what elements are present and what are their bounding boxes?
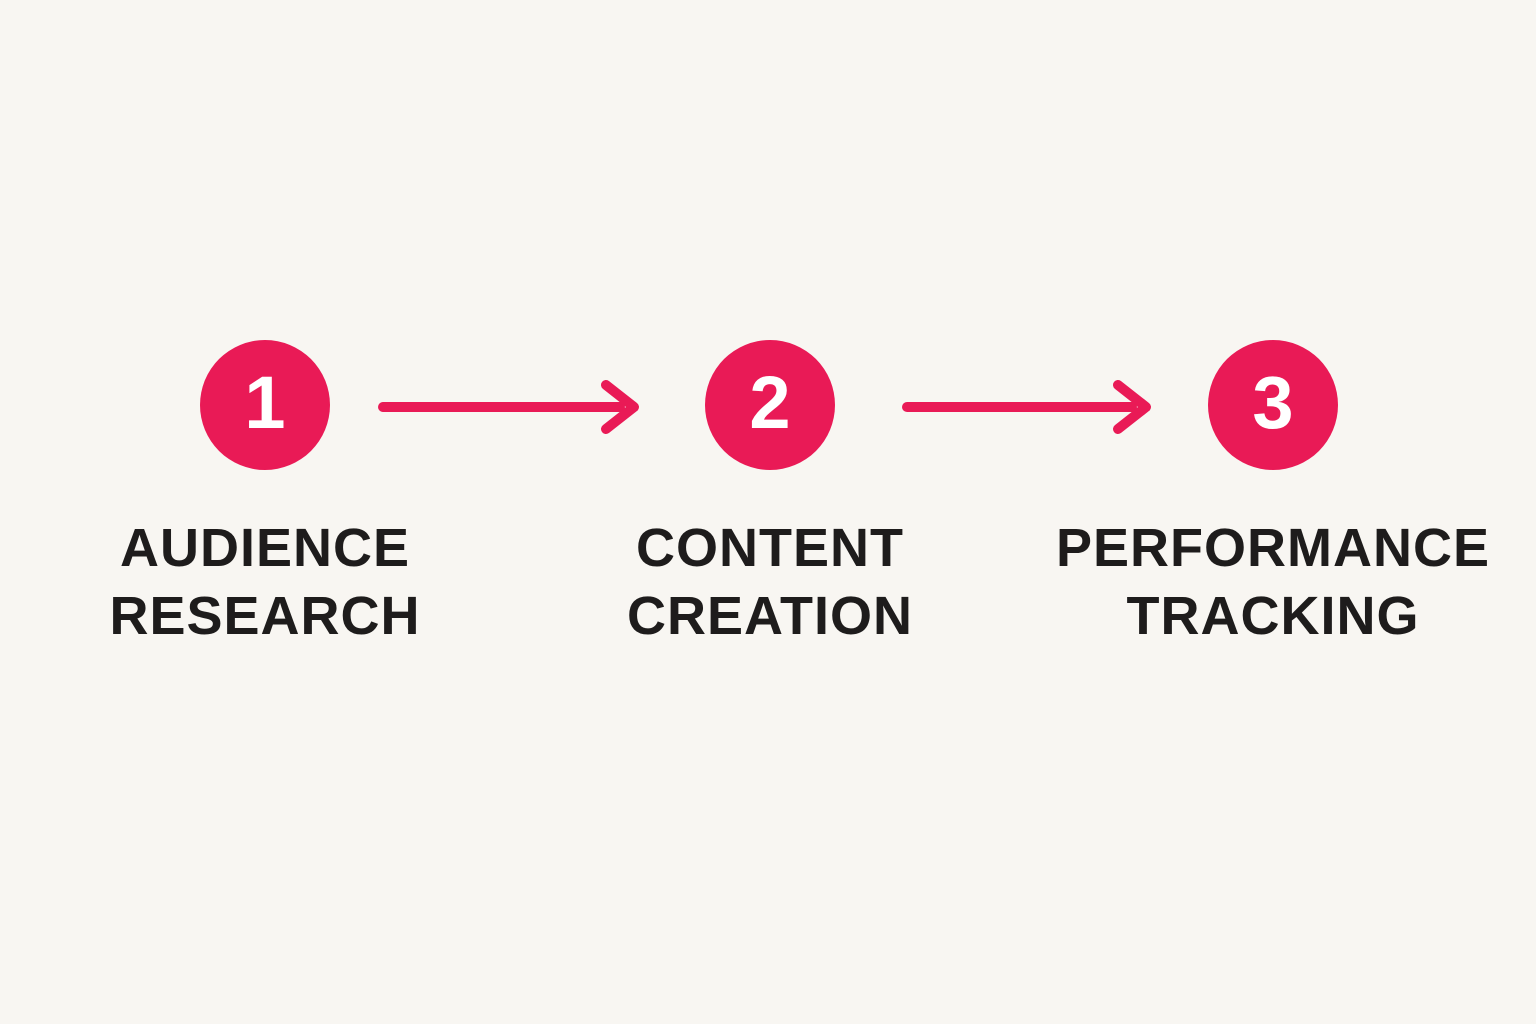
step-number: 2 xyxy=(749,361,791,444)
step-label-line: CREATION xyxy=(627,586,913,647)
step-label: CONTENT CREATION xyxy=(627,514,913,650)
step-label: AUDIENCE RESEARCH xyxy=(109,514,420,650)
step-label: PERFORMANCE TRACKING xyxy=(1056,514,1490,650)
step-audience-research: 1 AUDIENCE RESEARCH xyxy=(35,340,495,650)
step-circle: 3 xyxy=(1208,340,1338,470)
step-label-line: AUDIENCE xyxy=(119,518,410,578)
step-circle: 2 xyxy=(705,340,835,470)
right-arrow-icon xyxy=(374,371,642,443)
step-label-line: RESEARCH xyxy=(109,586,421,647)
step-label-line: CONTENT xyxy=(636,518,904,578)
step-circle: 1 xyxy=(200,340,330,470)
step-performance-tracking: 3 PERFORMANCE TRACKING xyxy=(1043,340,1503,650)
step-number: 3 xyxy=(1252,361,1294,444)
step-number: 1 xyxy=(244,361,286,444)
step-content-creation: 2 CONTENT CREATION xyxy=(540,340,1000,650)
step-label-line: PERFORMANCE xyxy=(1055,518,1490,578)
step-label-line: TRACKING xyxy=(1126,586,1420,647)
right-arrow-icon xyxy=(898,371,1154,443)
